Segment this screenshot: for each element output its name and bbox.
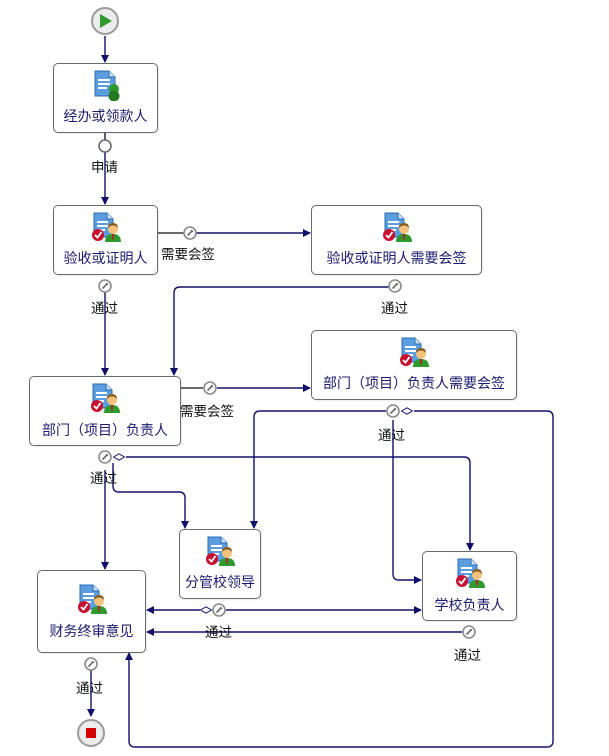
- edge-label-n6-pass: 通过: [205, 625, 232, 641]
- edge-n5-to-n8: [125, 410, 554, 748]
- node-label: 验收或证明人: [63, 251, 148, 267]
- document-user-icon: [94, 70, 119, 101]
- condition-icon: [386, 404, 400, 418]
- edge-label-n2-cosign: 需要会签: [161, 247, 215, 263]
- node-label: 经办或领款人: [63, 109, 148, 125]
- start-event[interactable]: [91, 7, 119, 35]
- document-approver-icon: [206, 536, 235, 566]
- node-acceptance-witness-cosign[interactable]: 验收或证明人需要会签: [311, 205, 482, 275]
- document-approver-icon: [77, 584, 107, 614]
- node-department-head-cosign[interactable]: 部门（项目）负责人需要会签: [311, 330, 517, 400]
- condition-icon: [183, 226, 197, 240]
- play-icon: [100, 14, 112, 28]
- split-diamond-icon: [401, 407, 413, 415]
- end-event[interactable]: [77, 719, 105, 747]
- condition-icon: [203, 381, 217, 395]
- document-approver-icon: [455, 558, 485, 588]
- edge-n4-to-n7: [126, 456, 474, 551]
- edge-n4-to-n6: [112, 463, 189, 529]
- document-approver-icon: [382, 212, 412, 242]
- condition-icon: [388, 279, 402, 293]
- node-applicant[interactable]: 经办或领款人: [53, 63, 158, 133]
- document-approver-icon: [91, 212, 121, 242]
- edge-label-n8-pass: 通过: [76, 681, 103, 697]
- node-label: 验收或证明人需要会签: [326, 251, 467, 267]
- edge-label-n2-pass: 通过: [91, 301, 118, 317]
- document-approver-icon: [91, 383, 120, 413]
- edge-n5-to-n7: [392, 420, 422, 584]
- node-vice-president[interactable]: 分管校领导: [179, 529, 261, 599]
- node-department-head[interactable]: 部门（项目）负责人: [29, 376, 181, 446]
- edge-label-apply: 申请: [91, 160, 118, 176]
- node-label: 学校负责人: [434, 598, 505, 614]
- edge-label-n4-pass: 通过: [90, 471, 117, 487]
- split-diamond-icon: [113, 453, 125, 461]
- condition-icon: [98, 450, 112, 464]
- condition-icon: [212, 603, 226, 617]
- node-acceptance-witness[interactable]: 验收或证明人: [53, 205, 158, 275]
- condition-icon: [84, 657, 98, 671]
- edge-n3-to-n4: [170, 286, 390, 376]
- node-label: 部门（项目）负责人: [42, 423, 168, 439]
- edge-n5-to-n6: [250, 410, 386, 529]
- node-finance-final[interactable]: 财务终审意见: [37, 570, 146, 653]
- node-label: 部门（项目）负责人需要会签: [323, 376, 505, 392]
- condition-icon: [462, 625, 476, 639]
- edge-label-n7-pass: 通过: [454, 648, 481, 664]
- node-label: 财务终审意见: [49, 624, 134, 640]
- document-approver-icon: [400, 337, 429, 367]
- node-school-head[interactable]: 学校负责人: [422, 551, 517, 621]
- connector-circle: [98, 139, 112, 153]
- node-label: 分管校领导: [185, 575, 255, 591]
- edge-label-n3-pass: 通过: [381, 301, 408, 317]
- edge-label-n5-pass: 通过: [378, 428, 405, 444]
- stop-icon: [86, 728, 96, 738]
- condition-icon: [98, 279, 112, 293]
- split-diamond-icon: [200, 606, 212, 614]
- edge-label-n4-cosign: 需要会签: [180, 404, 234, 420]
